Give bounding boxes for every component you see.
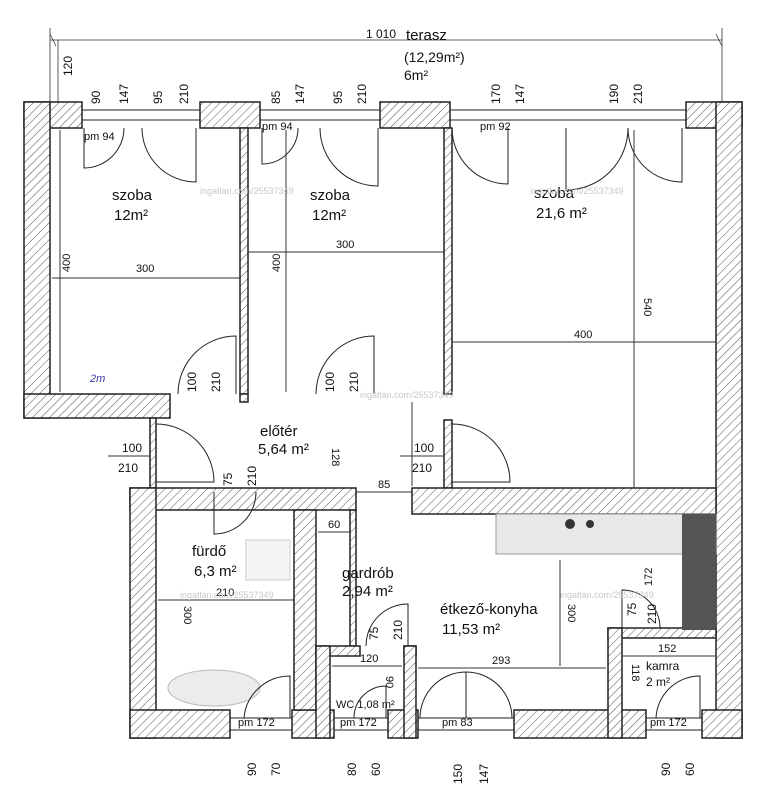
sink-icon [245,539,291,581]
wc-height: 90 [383,676,395,688]
door-3-height: 210 [118,461,138,475]
hall-passage: 85 [378,479,390,491]
door-2-width: 100 [323,372,337,392]
window-3-width: 170 [489,84,503,104]
window-2b-width: 95 [331,90,345,104]
bathroom-width: 210 [216,587,234,599]
window-2-width: 85 [269,90,283,104]
room-2-area: 12m² [312,207,346,224]
terrace-width: 1 010 [366,27,396,41]
kitchen-counter [495,513,717,555]
window-3-sill: pm 92 [480,121,511,133]
kitchen-height: 300 [565,604,577,622]
terrace-name: terasz [406,27,447,44]
terrace-dimension [49,28,723,104]
bottom-windows [230,671,702,731]
closet-area: 2,94 m² [342,583,393,600]
bottom-window-2-width: 80 [345,762,359,776]
stove-icon [565,519,575,529]
bathroom-area: 6,3 m² [194,563,237,580]
room-3-name: szoba [534,185,575,202]
fridge-icon [682,514,716,630]
bathroom-height: 300 [181,606,193,624]
bottom-window-4-height: 60 [683,762,697,776]
window-3b-width: 190 [607,84,621,104]
window-1b-height: 210 [177,84,191,104]
door-7-height: 210 [645,604,659,624]
window-2-sill: pm 94 [262,121,293,133]
room-1-name: szoba [112,187,153,204]
wc-width: 120 [360,653,378,665]
window-1-height: 147 [117,84,131,104]
room-3-area: 21,6 m² [536,205,587,222]
bottom-window-3-sill: pm 83 [442,717,473,729]
window-3-height: 147 [513,84,527,104]
door-4-height: 210 [412,461,432,475]
pantry-area: 2 m² [646,675,670,689]
window-1-sill: pm 94 [84,131,115,143]
terrace-total-area: (12,29m²) [404,49,465,65]
room-3-width: 400 [574,329,592,341]
bottom-window-1-height: 70 [269,762,283,776]
room-1-area: 12m² [114,207,148,224]
bottom-window-4-width: 90 [659,762,673,776]
pantry-width: 152 [658,643,676,655]
bottom-window-3-width: 150 [451,764,465,784]
pantry-height: 118 [629,664,641,682]
door-4-width: 100 [414,441,434,455]
door-6-height: 210 [391,620,405,640]
bathtub-icon [167,669,261,707]
door-6-width: 75 [367,626,381,640]
kitchen-area: 11,53 m² [442,621,500,638]
door-5-height: 210 [245,466,259,486]
room-2-height: 400 [271,254,283,272]
kitchen-wall: 172 [643,568,655,586]
hall-area: 5,64 m² [258,441,309,458]
door-2-height: 210 [347,372,361,392]
window-1-width: 90 [89,90,103,104]
room-1-width: 300 [136,263,154,275]
watermark-5: ingatlan.com/25537349 [560,590,654,600]
door-1-height: 210 [209,372,223,392]
pantry-name: kamra [646,659,680,673]
hall-name: előtér [260,423,298,440]
watermark-3: ingatlan.com/25537349 [360,390,454,400]
room-2-width: 300 [336,239,354,251]
closet-name: gardrób [342,565,394,582]
terrace-area: 6m² [404,67,428,83]
hall-dim: 128 [329,448,341,466]
window-3b-height: 210 [631,84,645,104]
bottom-window-4-sill: pm 172 [650,717,687,729]
window-2b-height: 210 [355,84,369,104]
bottom-window-2-height: 60 [369,762,383,776]
room-1-height: 400 [61,254,73,272]
door-3-width: 100 [122,441,142,455]
bottom-window-1-width: 90 [245,762,259,776]
bathroom-name: fürdő [192,543,226,560]
door-7-width: 75 [625,602,639,616]
wc-label: WC 1,08 m² [336,699,395,711]
watermark-4: ingatlan.com/25537349 [180,590,274,600]
bottom-window-1-sill: pm 172 [238,717,275,729]
watermark-2: ingatlan.com/25537349 [530,186,624,196]
room-2-name: szoba [310,187,351,204]
terrace-depth: 120 [61,56,75,76]
hall-doors [155,335,511,535]
closet-width: 60 [328,519,340,531]
door-5-width: 75 [221,472,235,486]
window-2-height: 147 [293,84,307,104]
hand-note: 2m [89,373,105,385]
bottom-window-3-height: 147 [477,764,491,784]
bottom-window-2-sill: pm 172 [340,717,377,729]
window-1b-width: 95 [151,90,165,104]
walls [23,101,743,739]
door-1-width: 100 [185,372,199,392]
kitchen-name: étkező-konyha [440,601,538,618]
watermark-1: ingatlan.com/25537349 [200,186,294,196]
room-dimension-lines [52,130,716,493]
room-3-height: 540 [641,298,653,316]
kitchen-width: 293 [492,655,510,667]
